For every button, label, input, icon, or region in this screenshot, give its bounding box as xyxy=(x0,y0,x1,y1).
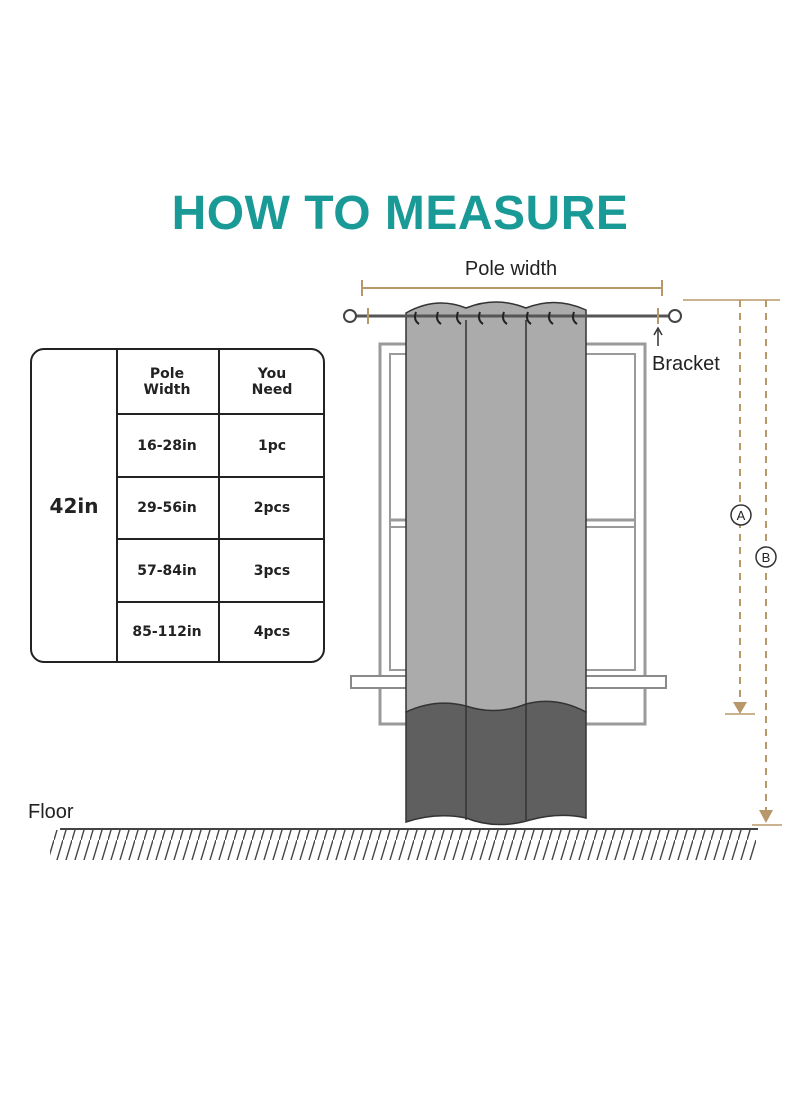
grommet-rings xyxy=(414,311,578,325)
bracket-label: Bracket xyxy=(652,353,720,375)
floor xyxy=(50,828,758,860)
pole-width-label: Pole width xyxy=(465,258,557,280)
marker-b-label: B xyxy=(762,550,771,565)
row-divider xyxy=(116,476,325,478)
pole-width-dimension xyxy=(361,280,663,296)
cell-pole-width: 16-28in xyxy=(116,415,220,476)
curtain-pole xyxy=(343,308,682,324)
row-divider xyxy=(116,413,325,415)
cell-pole-width: 29-56in xyxy=(116,478,220,538)
floor-label: Floor xyxy=(28,801,74,823)
fabric-width-label: 42in xyxy=(32,350,118,661)
page-title: HOW TO MEASURE xyxy=(171,187,629,240)
table-row: 85-112in 4pcs xyxy=(116,603,325,661)
header-pole-width: Pole Width xyxy=(116,350,220,413)
cell-pole-width: 57-84in xyxy=(116,540,220,601)
size-table-grid: Pole Width You Need 16-28in 1pc 29-56in … xyxy=(116,350,325,661)
curtain xyxy=(405,301,587,826)
table-row: 57-84in 3pcs xyxy=(116,540,325,601)
table-row: 29-56in 2pcs xyxy=(116,478,325,538)
bracket-arrow xyxy=(653,326,663,346)
cell-pole-width: 85-112in xyxy=(116,603,220,661)
cell-you-need: 2pcs xyxy=(253,500,291,516)
measurement-a xyxy=(683,299,780,715)
cell-you-need: 4pcs xyxy=(253,624,291,640)
row-divider xyxy=(116,601,325,603)
size-table: 42in Pole Width You Need 16-28in 1pc 29-… xyxy=(30,348,325,663)
cell-you-need: 3pcs xyxy=(253,562,291,579)
row-divider xyxy=(116,538,325,540)
table-header-row: Pole Width You Need xyxy=(116,350,325,413)
table-row: 16-28in 1pc xyxy=(116,415,325,476)
measurement-b xyxy=(752,300,782,826)
header-you-need: You Need xyxy=(251,365,293,398)
cell-you-need: 1pc xyxy=(257,437,287,454)
marker-a-label: A xyxy=(737,508,746,523)
